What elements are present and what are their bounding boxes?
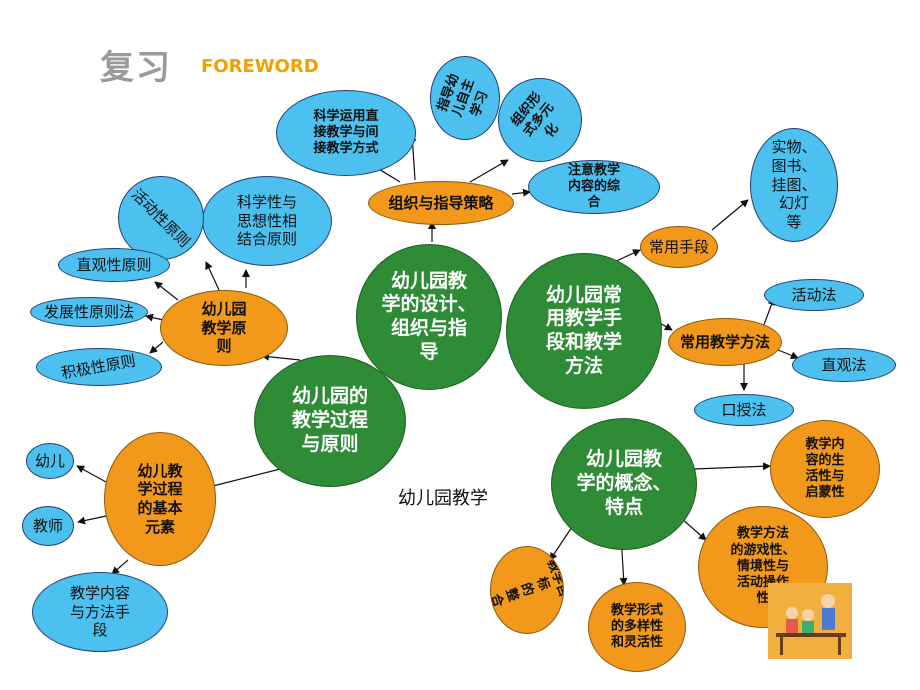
node-development-principle[interactable]: 发展性原则法 — [30, 297, 148, 327]
node-content-integration[interactable]: 注意教学 内容的综 合 — [528, 160, 660, 214]
node-text: 组织形 式多元 化 — [508, 89, 562, 140]
node-oral-method[interactable]: 口授法 — [694, 394, 794, 426]
node-content-life-enlightenment[interactable]: 教学内 容的生 活性与 启蒙性 — [770, 420, 880, 518]
node-common-means-methods[interactable]: 幼儿园常 用教学手 段和教学 方法 — [506, 253, 662, 409]
node-intuitive-method[interactable]: 直观法 — [792, 348, 896, 382]
node-diverse-forms[interactable]: 组织形 式多元 化 — [498, 78, 582, 162]
node-teaching-principles[interactable]: 幼儿园 教学原 则 — [160, 290, 288, 366]
node-strategy[interactable]: 组织与指导策略 — [368, 181, 514, 225]
node-goal-integration[interactable]: 教学目 标 的 整 合 — [490, 546, 564, 634]
node-concept-features[interactable]: 幼儿园教 学的概念、 特点 — [551, 418, 697, 550]
node-text: 积极性原则 — [60, 351, 138, 383]
node-process-principles[interactable]: 幼儿园的 教学过程 与原则 — [254, 355, 406, 487]
node-text: 教学目 标 的 整 合 — [490, 557, 564, 610]
node-activity-method[interactable]: 活动法 — [764, 279, 864, 311]
clipart-drawing — [768, 583, 852, 659]
node-guide-self-learning[interactable]: 指导幼 儿自主 学习 — [430, 56, 500, 140]
teacher-children-clipart — [768, 583, 852, 659]
node-activity-principle[interactable]: 活动性原则 — [118, 176, 204, 260]
node-method-game-situation[interactable]: 教学方法 的游戏性、 情境性与 活动操作 性 — [698, 506, 828, 628]
center-topic-label: 幼儿园教学 — [398, 488, 488, 509]
node-scientific-ideological[interactable]: 科学性与 思想性相 结合原则 — [202, 176, 332, 266]
node-child[interactable]: 幼儿 — [26, 443, 74, 479]
node-materials[interactable]: 实物、 图书、 挂图、 幻灯 等 — [750, 128, 838, 242]
page-title: 复习 — [100, 48, 172, 88]
node-text: 活动性原则 — [128, 184, 195, 251]
node-teacher[interactable]: 教师 — [22, 506, 74, 546]
node-positivity-principle[interactable]: 积极性原则 — [36, 348, 162, 386]
node-content-methods[interactable]: 教学内容 与方法手 段 — [32, 572, 168, 652]
node-design-organization[interactable]: 幼儿园教 学的设计、 组织与指 导 — [356, 244, 502, 390]
page-subtitle: FOREWORD — [201, 56, 319, 77]
node-common-methods[interactable]: 常用教学方法 — [668, 318, 782, 366]
node-basic-elements[interactable]: 幼儿教 学过程 的基本 元素 — [104, 432, 216, 566]
node-common-means[interactable]: 常用手段 — [640, 226, 718, 268]
node-intuitive-principle[interactable]: 直观性原则 — [58, 248, 170, 282]
node-form-diversity-flexibility[interactable]: 教学形式 的多样性 和灵活性 — [588, 582, 686, 672]
node-direct-indirect-teaching[interactable]: 科学运用直 接教学与间 接教学方式 — [276, 90, 416, 176]
node-text: 指导幼 儿自主 学习 — [435, 71, 492, 119]
